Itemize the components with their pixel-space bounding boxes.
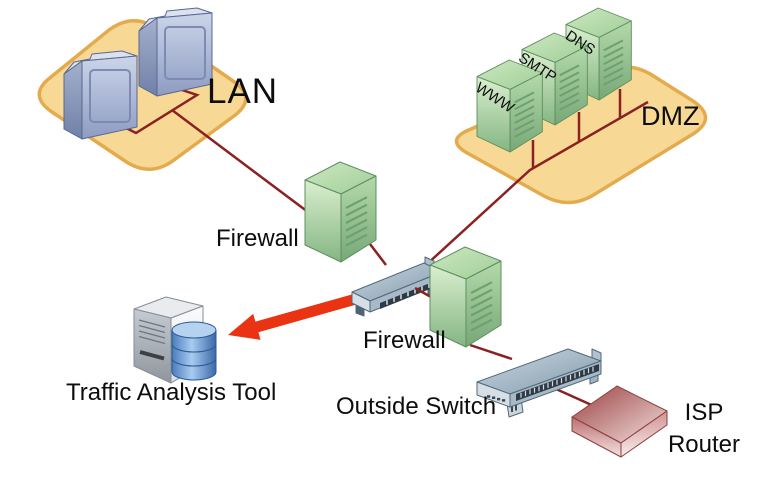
traffic-analysis-tool-icon (133, 296, 217, 384)
label-firewall-inner: Firewall (216, 225, 299, 252)
workstation-1-icon (63, 50, 138, 140)
wire-switch-firewall (414, 286, 432, 299)
firewall-inner-icon (303, 160, 378, 264)
database-icon (171, 321, 217, 381)
isp-router-icon (571, 385, 668, 458)
monitor-switch-icon (351, 256, 443, 317)
wire-dmz-bus (425, 100, 649, 266)
label-isp-router: Router (667, 431, 741, 458)
wire-lan-firewall (171, 109, 309, 213)
label-firewall-outer: Firewall (363, 327, 446, 354)
label-lan: LAN (207, 72, 279, 111)
label-outside-switch: Outside Switch (336, 393, 497, 420)
label-traffic-analysis-tool: Traffic Analysis Tool (66, 379, 277, 406)
outside-switch-icon (476, 348, 602, 418)
wire-firewall-outswitch (469, 343, 513, 361)
wire-outswitch-router (555, 387, 597, 409)
workstation-2-icon (138, 7, 213, 97)
label-isp: ISP (684, 399, 724, 426)
wire-firewall-switch (369, 243, 387, 266)
traffic-tap-arrow-icon (228, 291, 365, 340)
label-dmz: DMZ (641, 101, 700, 131)
